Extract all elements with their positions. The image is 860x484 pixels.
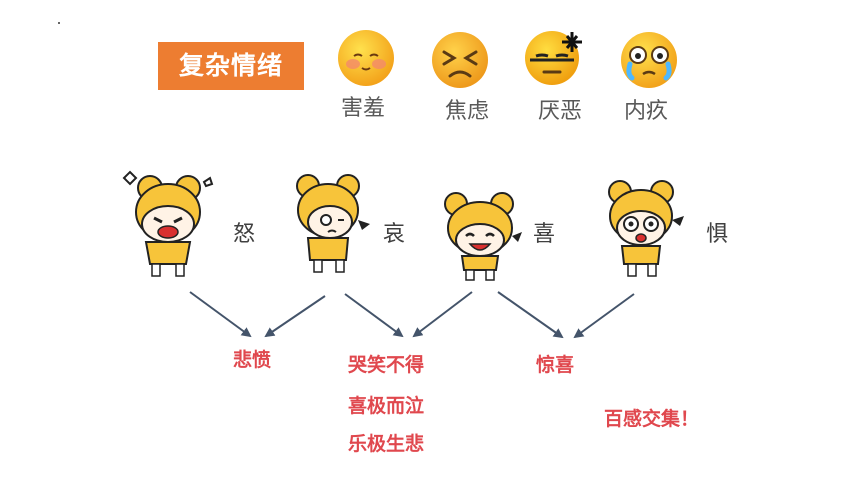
scared-kid-icon [608,180,684,277]
page-title: 复杂情绪 [158,42,304,90]
disgust-emoji-icon [525,31,582,85]
stray-dot [58,22,60,24]
emotion-label-joy: 喜 [533,222,556,247]
emotion-label-sorrow: 哀 [383,222,406,247]
emotion-label-anger: 怒 [233,222,256,247]
combo-anger-sorrow: 悲愤 [233,349,272,371]
combo-mixed: 百感交集！ [604,408,700,430]
combo-sorrow-joy-3: 乐极生悲 [348,433,425,455]
emoji-label-anxious: 焦虑 [445,99,490,124]
combo-sorrow-joy-1: 哭笑不得 [348,354,425,376]
guilty-emoji-icon [621,32,677,88]
emotion-label-fear: 惧 [706,222,729,247]
emoji-label-guilty: 内疚 [624,99,669,124]
emoji-label-disgust: 厌恶 [538,99,583,124]
shy-emoji-icon [338,30,394,86]
happy-kid-icon [444,192,522,281]
anxious-emoji-icon [432,32,488,88]
combo-joy-fear: 惊喜 [536,354,575,376]
combo-sorrow-joy-2: 喜极而泣 [348,395,425,417]
sad-kid-icon [296,174,370,273]
emoji-label-shy: 害羞 [341,96,386,121]
angry-kid-icon [122,170,214,277]
